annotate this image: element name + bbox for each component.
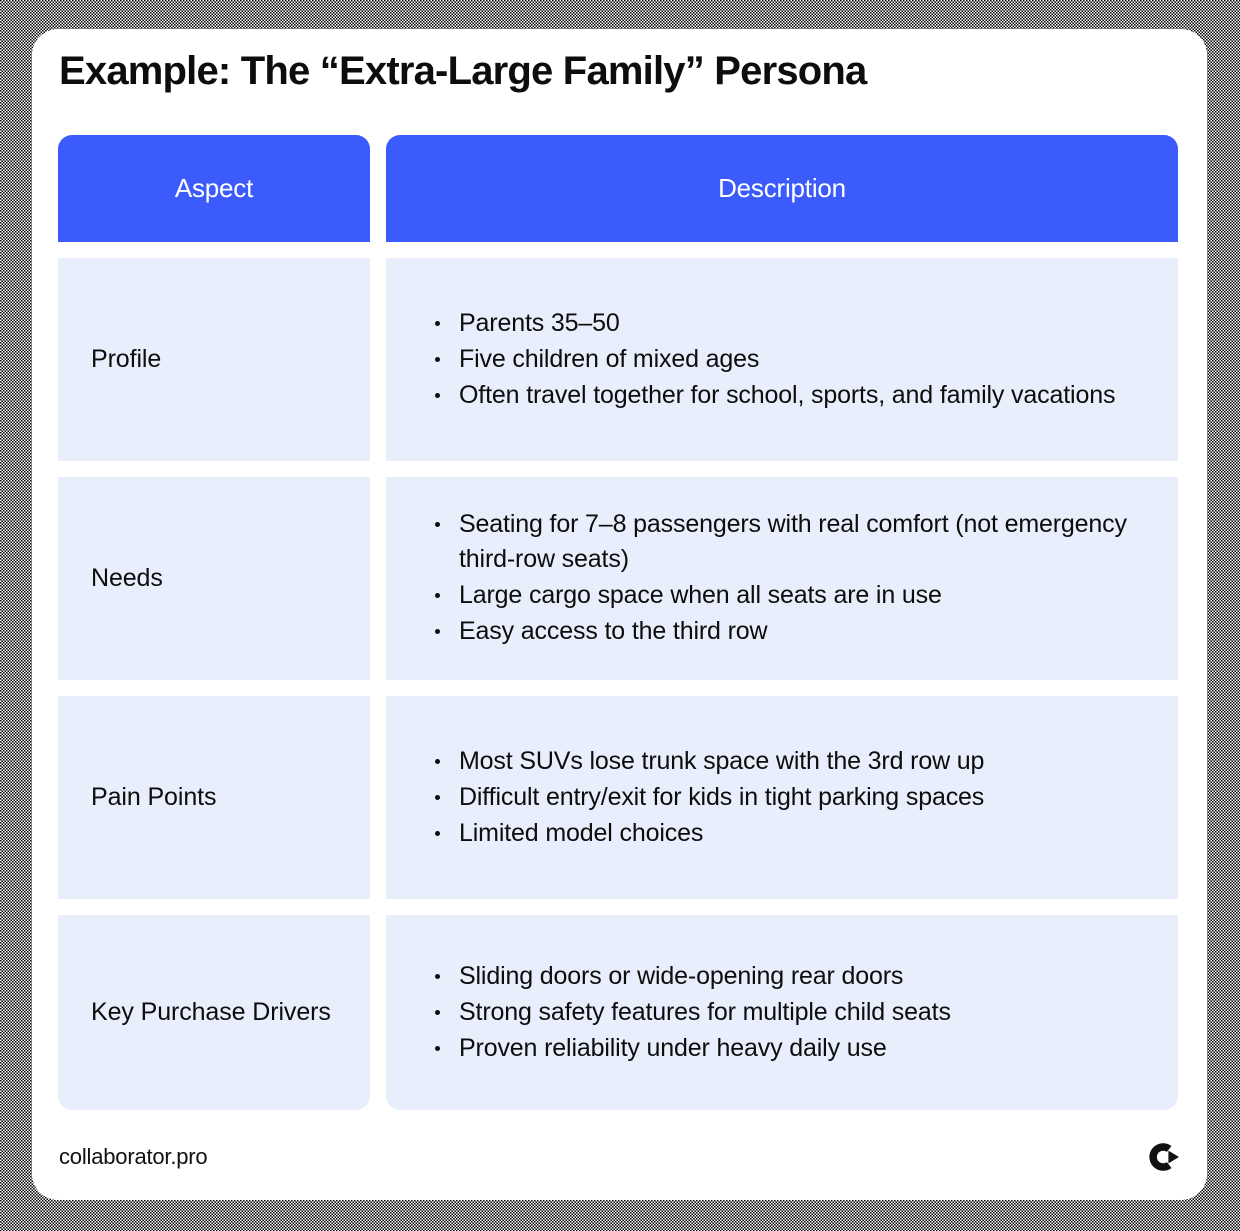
list-item: Seating for 7–8 passengers with real com… xyxy=(431,507,1152,577)
table-row: Profile Parents 35–50 Five children of m… xyxy=(58,258,1178,461)
aspect-label: Needs xyxy=(91,564,163,592)
cell-aspect-pain-points: Pain Points xyxy=(58,696,370,899)
list-item: Parents 35–50 xyxy=(431,306,1152,341)
footer-url-label: collaborator.pro xyxy=(59,1144,208,1169)
list-item: Easy access to the third row xyxy=(431,614,1152,649)
list-item: Proven reliability under heavy daily use xyxy=(431,1031,1152,1066)
description-bullet-list: Seating for 7–8 passengers with real com… xyxy=(386,507,1178,650)
header-cell-description: Description xyxy=(386,135,1178,242)
aspect-label: Profile xyxy=(91,345,162,373)
list-item: Large cargo space when all seats are in … xyxy=(431,578,1152,613)
cell-description-pain-points: Most SUVs lose trunk space with the 3rd … xyxy=(386,696,1178,899)
footer: collaborator.pro xyxy=(59,1132,1180,1182)
cell-aspect-profile: Profile xyxy=(58,258,370,461)
table-row: Needs Seating for 7–8 passengers with re… xyxy=(58,477,1178,680)
page-title: Example: The “Extra-Large Family” Person… xyxy=(59,49,867,93)
list-item: Strong safety features for multiple chil… xyxy=(431,995,1152,1030)
list-item: Sliding doors or wide-opening rear doors xyxy=(431,959,1152,994)
card-inner: Example: The “Extra-Large Family” Person… xyxy=(32,29,1207,1200)
cell-description-needs: Seating for 7–8 passengers with real com… xyxy=(386,477,1178,680)
list-item: Difficult entry/exit for kids in tight p… xyxy=(431,780,1152,815)
table-row: Pain Points Most SUVs lose trunk space w… xyxy=(58,696,1178,899)
description-bullet-list: Most SUVs lose trunk space with the 3rd … xyxy=(386,744,1178,852)
header-label-aspect: Aspect xyxy=(174,173,254,203)
table-row: Key Purchase Drivers Sliding doors or wi… xyxy=(58,915,1178,1110)
cell-description-key-purchase-drivers: Sliding doors or wide-opening rear doors… xyxy=(386,915,1178,1110)
header-cell-aspect: Aspect xyxy=(58,135,370,242)
cell-description-profile: Parents 35–50 Five children of mixed age… xyxy=(386,258,1178,461)
list-item: Five children of mixed ages xyxy=(431,342,1152,377)
cell-aspect-key-purchase-drivers: Key Purchase Drivers xyxy=(58,915,370,1110)
description-bullet-list: Parents 35–50 Five children of mixed age… xyxy=(386,306,1178,414)
list-item: Most SUVs lose trunk space with the 3rd … xyxy=(431,744,1152,779)
cell-aspect-needs: Needs xyxy=(58,477,370,680)
list-item: Limited model choices xyxy=(431,816,1152,851)
aspect-label: Key Purchase Drivers xyxy=(91,998,331,1026)
aspect-label: Pain Points xyxy=(91,783,217,811)
content-card: Example: The “Extra-Large Family” Person… xyxy=(32,29,1207,1200)
description-bullet-list: Sliding doors or wide-opening rear doors… xyxy=(386,959,1178,1067)
list-item: Often travel together for school, sports… xyxy=(431,378,1152,413)
persona-table: Aspect Description Profile Parents 35–50… xyxy=(58,135,1178,1126)
table-header-row: Aspect Description xyxy=(58,135,1178,242)
collaborator-logo-icon xyxy=(1146,1140,1180,1174)
header-label-description: Description xyxy=(718,173,846,203)
